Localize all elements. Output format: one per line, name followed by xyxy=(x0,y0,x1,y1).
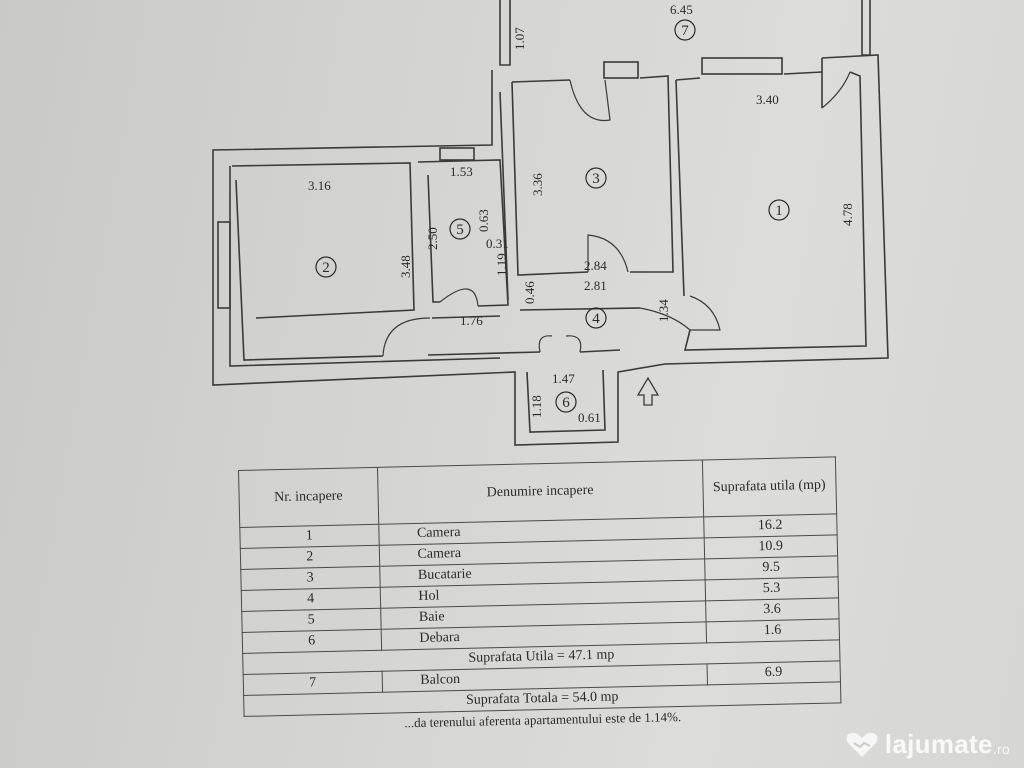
dim-label: 1.19 xyxy=(494,253,509,276)
entrance-arrow-icon xyxy=(636,376,660,406)
header-nr: Nr. incapere xyxy=(238,467,379,528)
room-circle xyxy=(768,199,790,221)
dim-label: 1.53 xyxy=(450,164,473,179)
dim-label: 1.18 xyxy=(529,395,544,418)
dim-label: 2.84 xyxy=(584,258,607,273)
dim-label: 1.07 xyxy=(512,27,527,50)
room-labels: 1 2 3 4 5 6 7 xyxy=(315,19,790,413)
watermark-brand: lajumate xyxy=(884,729,993,759)
room-circle xyxy=(585,167,607,189)
walls xyxy=(212,0,889,446)
dim-label: 0.61 xyxy=(578,410,601,425)
dim-label: 1.76 xyxy=(460,313,483,328)
dim-label: 3.40 xyxy=(756,92,779,107)
dim-label: 0.31 xyxy=(486,236,509,251)
dim-label: 3.48 xyxy=(398,255,413,278)
room-circle xyxy=(449,218,471,240)
dim-label: 4.78 xyxy=(840,203,855,226)
door-arcs xyxy=(382,71,851,357)
room-circle xyxy=(585,307,607,329)
cell-area: 3.6 xyxy=(705,597,840,622)
dim-label: 0.63 xyxy=(476,209,491,232)
dim-label: 2.81 xyxy=(584,278,607,293)
heart-handshake-icon xyxy=(846,732,878,757)
room-number: 1 xyxy=(775,203,783,219)
dim-label: 3.36 xyxy=(530,173,545,196)
dim-label: 2.50 xyxy=(425,227,440,250)
floor-plan: 1 2 3 4 5 6 7 6.45 1.07 3.40 4.78 3.36 2… xyxy=(212,0,889,446)
cell-area: 16.2 xyxy=(703,513,838,538)
dim-label: 6.45 xyxy=(670,2,693,17)
cell-area: 9.5 xyxy=(704,555,839,580)
room-circle xyxy=(315,256,337,278)
room-number: 6 xyxy=(562,395,570,411)
dim-label: 1.47 xyxy=(552,371,575,386)
cell-area: 10.9 xyxy=(703,534,838,559)
room-number: 7 xyxy=(681,23,689,39)
room-number: 4 xyxy=(592,311,600,327)
cell-area: 6.9 xyxy=(706,660,841,685)
watermark-tld: .ro xyxy=(992,740,1010,757)
area-table: Nr. incapere Denumire incapere Suprafata… xyxy=(238,456,842,736)
dim-label: 0.46 xyxy=(522,281,537,304)
dim-label: 1.34 xyxy=(656,299,671,322)
dimension-labels: 6.45 1.07 3.40 4.78 3.36 2.84 2.81 1.53 … xyxy=(308,2,855,425)
room-number: 2 xyxy=(322,260,330,276)
room-circle xyxy=(555,391,577,413)
cell-area: 5.3 xyxy=(704,576,839,601)
header-name: Denumire incapere xyxy=(377,459,704,525)
room-number: 5 xyxy=(456,222,464,238)
watermark: lajumate.ro xyxy=(845,729,1010,760)
room-number: 3 xyxy=(592,171,600,187)
room-circle xyxy=(674,19,696,41)
dim-label: 3.16 xyxy=(308,178,331,193)
header-area: Suprafata utila (mp) xyxy=(701,456,837,517)
cell-area: 1.6 xyxy=(705,618,840,643)
